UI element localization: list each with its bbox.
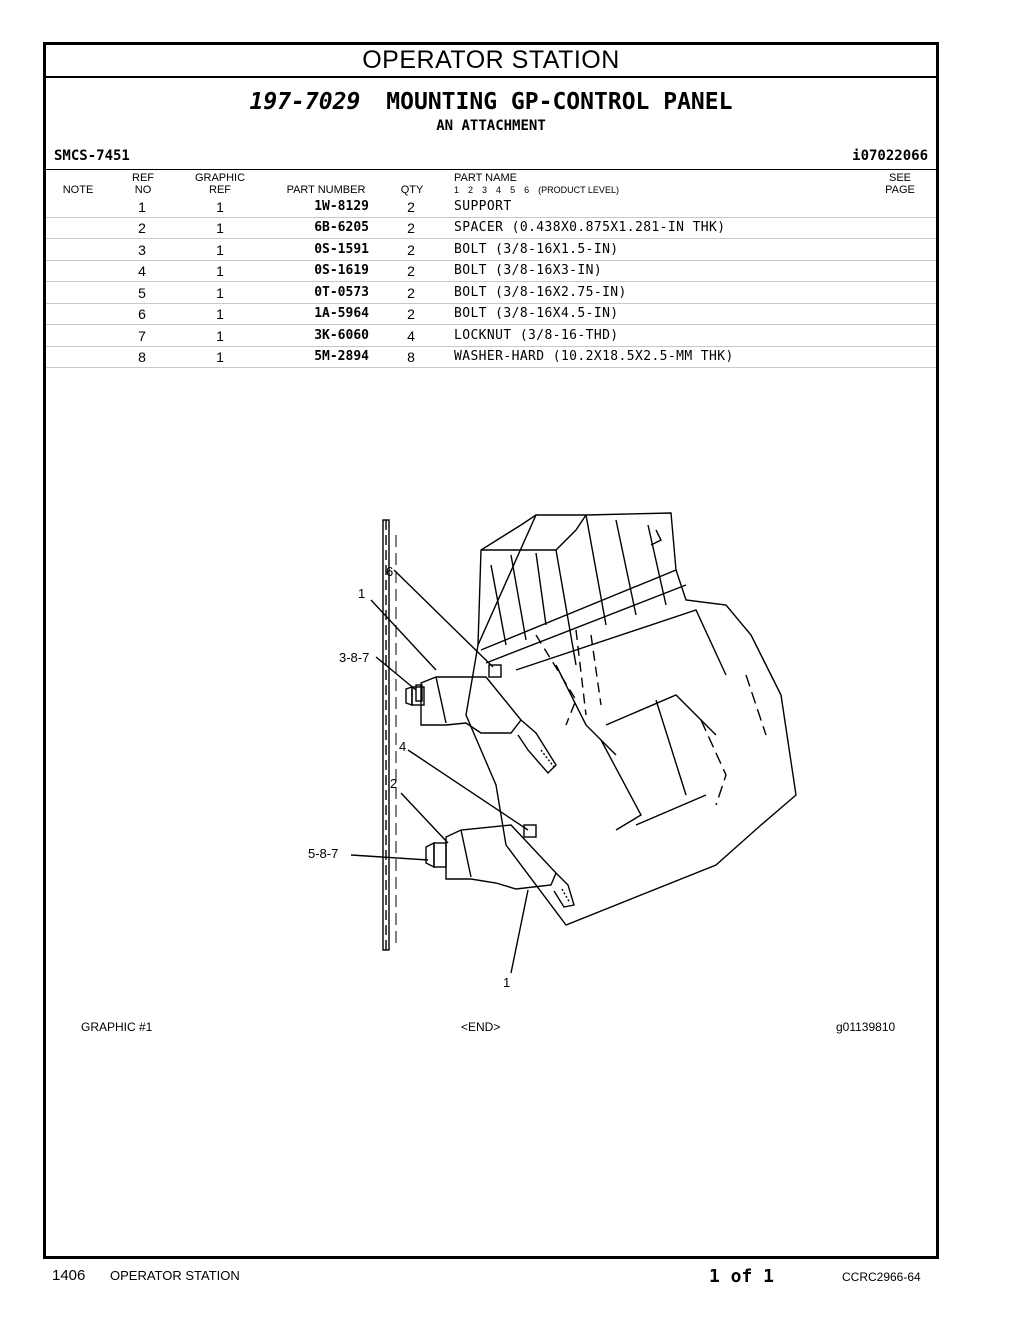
doc-id: i07022066	[852, 148, 928, 164]
group-part-number[interactable]: 197-7029	[249, 89, 361, 115]
callout-1-lower: 1	[503, 975, 510, 990]
callout-2: 2	[390, 776, 397, 791]
part-number-link[interactable]: 0T-0573	[314, 285, 369, 300]
callout-1: 1	[358, 586, 365, 601]
part-number-link[interactable]: 0S-1619	[314, 263, 369, 278]
header-divider	[46, 169, 936, 170]
leader-2	[400, 792, 449, 844]
panel-body	[465, 512, 797, 926]
graphic-label: GRAPHIC #1	[81, 1020, 153, 1034]
graphic-end-marker: <END>	[461, 1020, 501, 1034]
part-number-link[interactable]: 1A-5964	[314, 306, 369, 321]
col-part-number: PART NUMBER	[286, 184, 366, 196]
leader-6	[393, 569, 494, 668]
part-number-link[interactable]: 6B-6205	[314, 220, 369, 235]
footer-code: CCRC2966-64	[842, 1270, 921, 1284]
graphic-id: g01139810	[836, 1020, 896, 1034]
page-frame: OPERATOR STATION 197-7029 MOUNTING GP-CON…	[43, 42, 939, 1259]
leader-4	[407, 749, 529, 831]
part-number-link[interactable]: 1W-8129	[314, 199, 369, 214]
upper-support	[420, 676, 522, 734]
part-number-link[interactable]: 5M-2894	[314, 349, 369, 364]
callout-5-8-7: 5-8-7	[308, 846, 338, 861]
part-number-link[interactable]: 0S-1591	[314, 242, 369, 257]
callout-4: 4	[399, 739, 406, 754]
callout-3-8-7: 3-8-7	[339, 650, 369, 665]
smcs-code: SMCS-7451	[54, 148, 130, 164]
leader-1a	[370, 599, 437, 671]
group-heading: 197-7029 MOUNTING GP-CONTROL PANEL	[46, 89, 936, 115]
callout-6: 6	[386, 564, 393, 579]
exploded-view-graphic: 6 1 3-8-7 4 2 5-8-7 1	[308, 512, 797, 990]
lower-spacer	[433, 842, 447, 868]
lower-support	[445, 824, 557, 890]
col-part-name: PART NAME	[454, 172, 517, 184]
section-title: OPERATOR STATION	[46, 45, 936, 78]
leader-387	[375, 656, 417, 691]
group-subtitle: AN ATTACHMENT	[436, 118, 546, 134]
footer-section: OPERATOR STATION	[110, 1268, 240, 1283]
leader-587	[350, 854, 429, 861]
leader-1b	[510, 889, 529, 974]
group-name: MOUNTING GP-CONTROL PANEL	[386, 89, 733, 115]
part-number-link[interactable]: 3K-6060	[314, 328, 369, 343]
footer-page-number: 1406	[52, 1267, 86, 1284]
col-qty: QTY	[400, 184, 424, 196]
footer-page-of: 1 of 1	[709, 1266, 775, 1287]
col-note: NOTE	[62, 184, 94, 196]
